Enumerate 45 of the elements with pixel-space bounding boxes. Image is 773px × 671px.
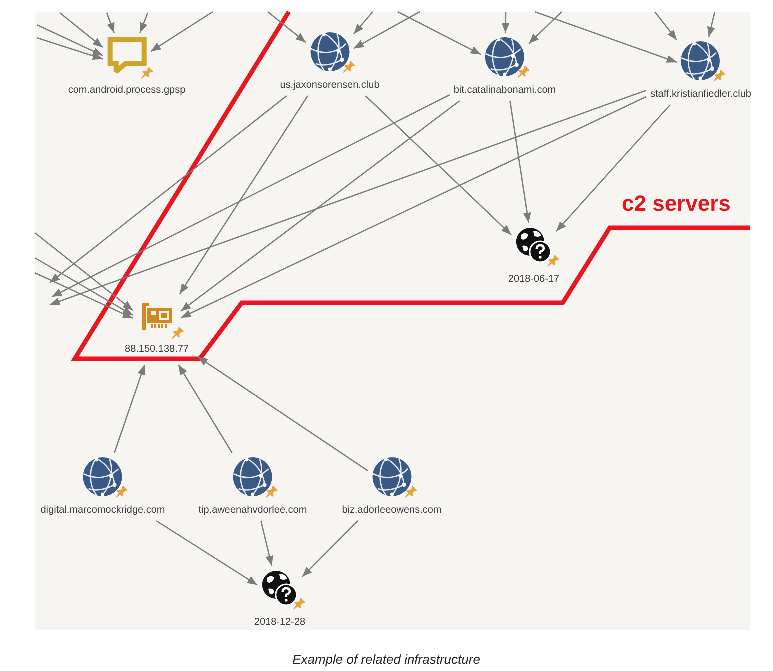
region-label: c2 servers — [622, 191, 731, 217]
arrow — [556, 104, 671, 232]
node-label: staff.kristianfiedler.club — [650, 89, 752, 101]
arrow — [34, 257, 134, 316]
arrow — [36, 24, 104, 56]
arrow — [179, 96, 309, 294]
arrow — [198, 356, 368, 472]
arrow — [180, 96, 647, 319]
arrow — [354, 12, 374, 35]
arrow — [534, 11, 678, 64]
arrow — [528, 12, 562, 44]
arrow — [50, 95, 288, 284]
arrow — [106, 12, 116, 34]
arrow — [60, 12, 104, 48]
arrow — [140, 12, 149, 34]
arrow — [50, 90, 647, 306]
arrow — [268, 12, 306, 44]
arrow — [707, 12, 716, 38]
node-label: 2018-06-17 — [508, 274, 560, 286]
arrow — [654, 12, 678, 41]
node-label: 2018-12-28 — [254, 617, 306, 629]
arrow — [156, 520, 258, 586]
arrow — [260, 520, 274, 566]
arrow — [180, 100, 460, 312]
node-label: digital.marcomockridge.com — [40, 505, 166, 517]
arrow — [178, 364, 233, 454]
arrow — [354, 11, 420, 50]
node-label: bit.catalinabonami.com — [454, 85, 556, 97]
arrow — [34, 272, 134, 319]
arrow — [365, 96, 512, 236]
arrow — [510, 100, 532, 224]
arrow — [150, 11, 214, 52]
node-label: 88.150.138.77 — [125, 344, 189, 356]
arrow — [52, 94, 450, 298]
arrow — [398, 11, 482, 56]
caption: Example of related infrastructure — [292, 652, 480, 668]
node-label: us.jaxonsorensen.club — [280, 80, 380, 92]
node-label: tip.aweenahvdorlee.com — [198, 505, 308, 517]
arrow — [34, 232, 134, 312]
arrow — [502, 12, 510, 34]
node-label: biz.adorleeowens.com — [342, 505, 442, 517]
arrow — [114, 364, 146, 454]
arrow — [302, 520, 359, 578]
node-label: com.android.process.gpsp — [68, 85, 186, 97]
arrow — [36, 37, 104, 60]
